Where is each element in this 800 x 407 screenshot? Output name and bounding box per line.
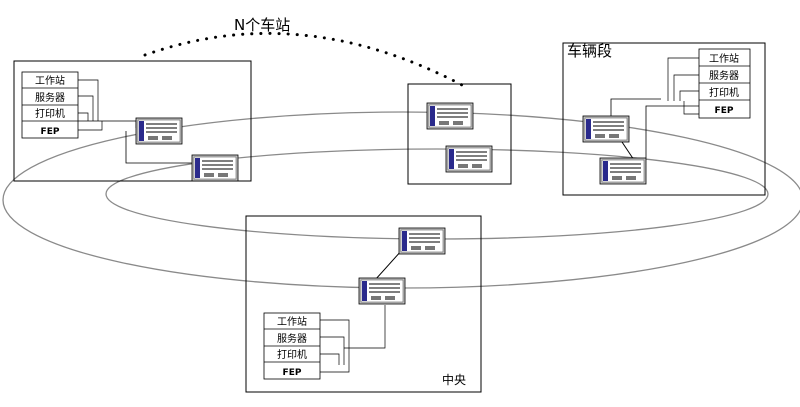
fep-label: FEP [283, 368, 302, 378]
fep-label: FEP [41, 127, 60, 137]
server-label: 服务器 [35, 91, 65, 104]
depot-box [562, 42, 766, 196]
station-box-center [407, 83, 512, 185]
station-group-left: 工作站 服务器 打印机 FEP [13, 60, 252, 182]
fep-label: FEP [715, 106, 734, 116]
device-stack-left: 工作站 服务器 打印机 FEP [21, 71, 137, 139]
station-box-left [13, 60, 252, 182]
device-stack-depot: 工作站 服务器 打印机 FEP [661, 48, 751, 119]
switch-depot-upper [582, 115, 630, 143]
switch-center-upper [426, 102, 474, 130]
depot-group: 车辆段 工作站 服务器 打印机 FEP [562, 42, 766, 196]
printer-label: 打印机 [709, 86, 739, 99]
link-central-switches [374, 249, 403, 281]
switch-left-lower [191, 154, 239, 182]
switch-center-lower [445, 145, 493, 173]
link-depot-stack-to-switch [610, 98, 661, 117]
link-left-stack-to-switch [125, 131, 192, 164]
workstation-label: 工作站 [277, 315, 307, 328]
n-stations-label: N个车站 [234, 16, 290, 34]
device-stack-central: 工作站 服务器 打印机 FEP [263, 305, 386, 380]
n-stations-dotted-arc [143, 31, 464, 87]
depot-label: 车辆段 [567, 42, 612, 60]
switch-left-upper [135, 117, 183, 145]
switch-central-lower [358, 277, 406, 305]
outer-network-ring [2, 111, 800, 289]
printer-label: 打印机 [35, 107, 65, 120]
server-label: 服务器 [709, 69, 739, 82]
workstation-label: 工作站 [709, 52, 739, 65]
server-label: 服务器 [277, 332, 307, 345]
switch-central-upper [398, 227, 446, 255]
workstation-label: 工作站 [35, 74, 65, 87]
switch-depot-lower [599, 157, 647, 185]
station-group-center [407, 83, 512, 185]
link-depot-stack-to-lower-switch [645, 105, 661, 158]
central-box [245, 215, 482, 393]
central-label: 中央 [442, 372, 466, 387]
printer-label: 打印机 [277, 348, 307, 361]
central-group: 中央 工作站 服务器 打印机 FEP [245, 215, 482, 393]
